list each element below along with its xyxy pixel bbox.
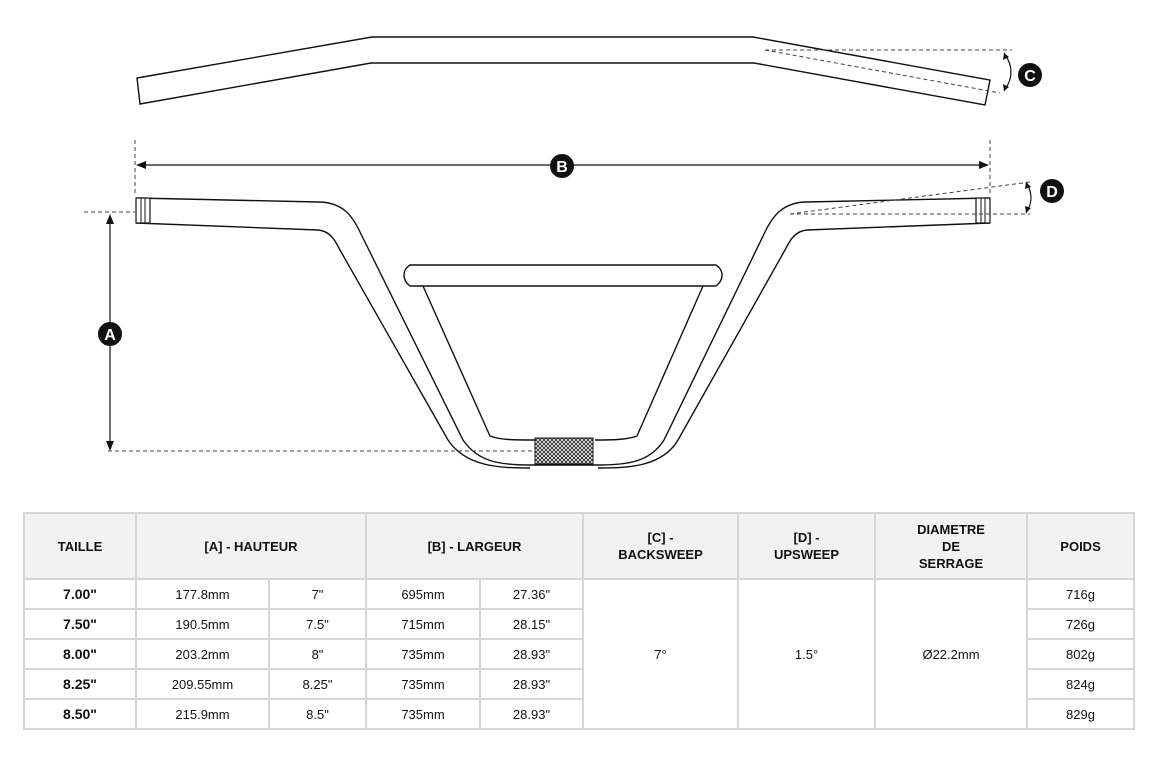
cell-taille: 8.25" (23, 668, 137, 700)
cell-poids: 829g (1026, 698, 1136, 730)
cell-largeur-in: 28.93" (478, 638, 585, 670)
label-a-marker (98, 322, 122, 346)
cell-diametre: Ø22.2mm (874, 578, 1029, 730)
cell-largeur-mm: 715mm (365, 608, 481, 640)
header-backsweep: [C] - BACKSWEEP (582, 512, 740, 580)
table-row: 8.25" 209.55mm 8.25" 735mm 28.93" 824g (23, 668, 1136, 700)
cell-poids: 824g (1026, 668, 1136, 700)
cell-taille: 7.50" (23, 608, 137, 640)
spec-table-header-row: TAILLE [A] - HAUTEUR [B] - LARGEUR [C] -… (23, 512, 1136, 580)
cell-largeur-in: 28.93" (478, 698, 585, 730)
cell-hauteur-mm: 190.5mm (135, 608, 270, 640)
spec-table: TAILLE [A] - HAUTEUR [B] - LARGEUR [C] -… (23, 512, 1136, 730)
height-dimension: A (84, 211, 535, 452)
knurled-clamp-area (534, 437, 594, 465)
cell-largeur-in: 28.15" (478, 608, 585, 640)
cell-largeur-in: 28.93" (478, 668, 585, 700)
width-dimension: B (134, 140, 991, 196)
cell-hauteur-in: 7.5" (268, 608, 367, 640)
label-a: A (104, 327, 116, 344)
cross-bar (403, 264, 723, 287)
upsweep-dimension: D (789, 179, 1064, 215)
cell-hauteur-in: 8.5" (268, 698, 367, 730)
label-c-marker (1018, 63, 1042, 87)
table-row: 8.00" 203.2mm 8" 735mm 28.93" 802g (23, 638, 1136, 670)
header-largeur: [B] - LARGEUR (364, 512, 585, 580)
handlebar-diagram: C B D (84, 36, 1064, 469)
cell-backsweep: 7° (582, 578, 740, 730)
header-taille: TAILLE (23, 512, 137, 580)
cell-taille: 7.00" (23, 578, 137, 610)
label-d: D (1046, 184, 1058, 201)
cell-largeur-mm: 695mm (365, 578, 481, 610)
right-grip-end (975, 197, 991, 224)
front-view-bar-outer (135, 197, 991, 466)
header-poids: POIDS (1026, 512, 1136, 580)
label-b: B (556, 159, 568, 176)
top-view: C (136, 36, 1042, 106)
left-grip-end (135, 197, 151, 224)
table-row: 8.50" 215.9mm 8.5" 735mm 28.93" 829g (23, 698, 1136, 730)
header-hauteur: [A] - HAUTEUR (135, 512, 367, 580)
cell-hauteur-mm: 177.8mm (135, 578, 270, 610)
table-row: 7.50" 190.5mm 7.5" 715mm 28.15" 726g (23, 608, 1136, 640)
top-view-bar (136, 36, 991, 106)
cell-taille: 8.50" (23, 698, 137, 730)
cell-largeur-in: 27.36" (478, 578, 585, 610)
front-view (135, 197, 991, 469)
cell-hauteur-in: 8" (268, 638, 367, 670)
table-row: 7.00" 177.8mm 7" 695mm 27.36" 7° 1.5° Ø2… (23, 578, 1136, 730)
front-view-bar-inner (135, 222, 531, 469)
cell-upsweep: 1.5° (737, 578, 877, 730)
cell-largeur-mm: 735mm (365, 668, 481, 700)
cell-poids: 726g (1026, 608, 1136, 640)
cell-hauteur-mm: 203.2mm (135, 638, 270, 670)
cell-largeur-mm: 735mm (365, 638, 481, 670)
cell-taille: 8.00" (23, 638, 137, 670)
cell-hauteur-in: 7" (268, 578, 367, 610)
label-d-marker (1040, 179, 1064, 203)
cell-poids: 716g (1026, 578, 1136, 610)
header-upsweep: [D] - UPSWEEP (737, 512, 877, 580)
cell-hauteur-mm: 215.9mm (135, 698, 270, 730)
label-b-marker (550, 154, 574, 178)
cell-hauteur-mm: 209.55mm (135, 668, 270, 700)
header-diametre: DIAMETRE DE SERRAGE (874, 512, 1029, 580)
cell-largeur-mm: 735mm (365, 698, 481, 730)
cell-poids: 802g (1026, 638, 1136, 670)
label-c: C (1024, 68, 1036, 85)
cell-hauteur-in: 8.25" (268, 668, 367, 700)
